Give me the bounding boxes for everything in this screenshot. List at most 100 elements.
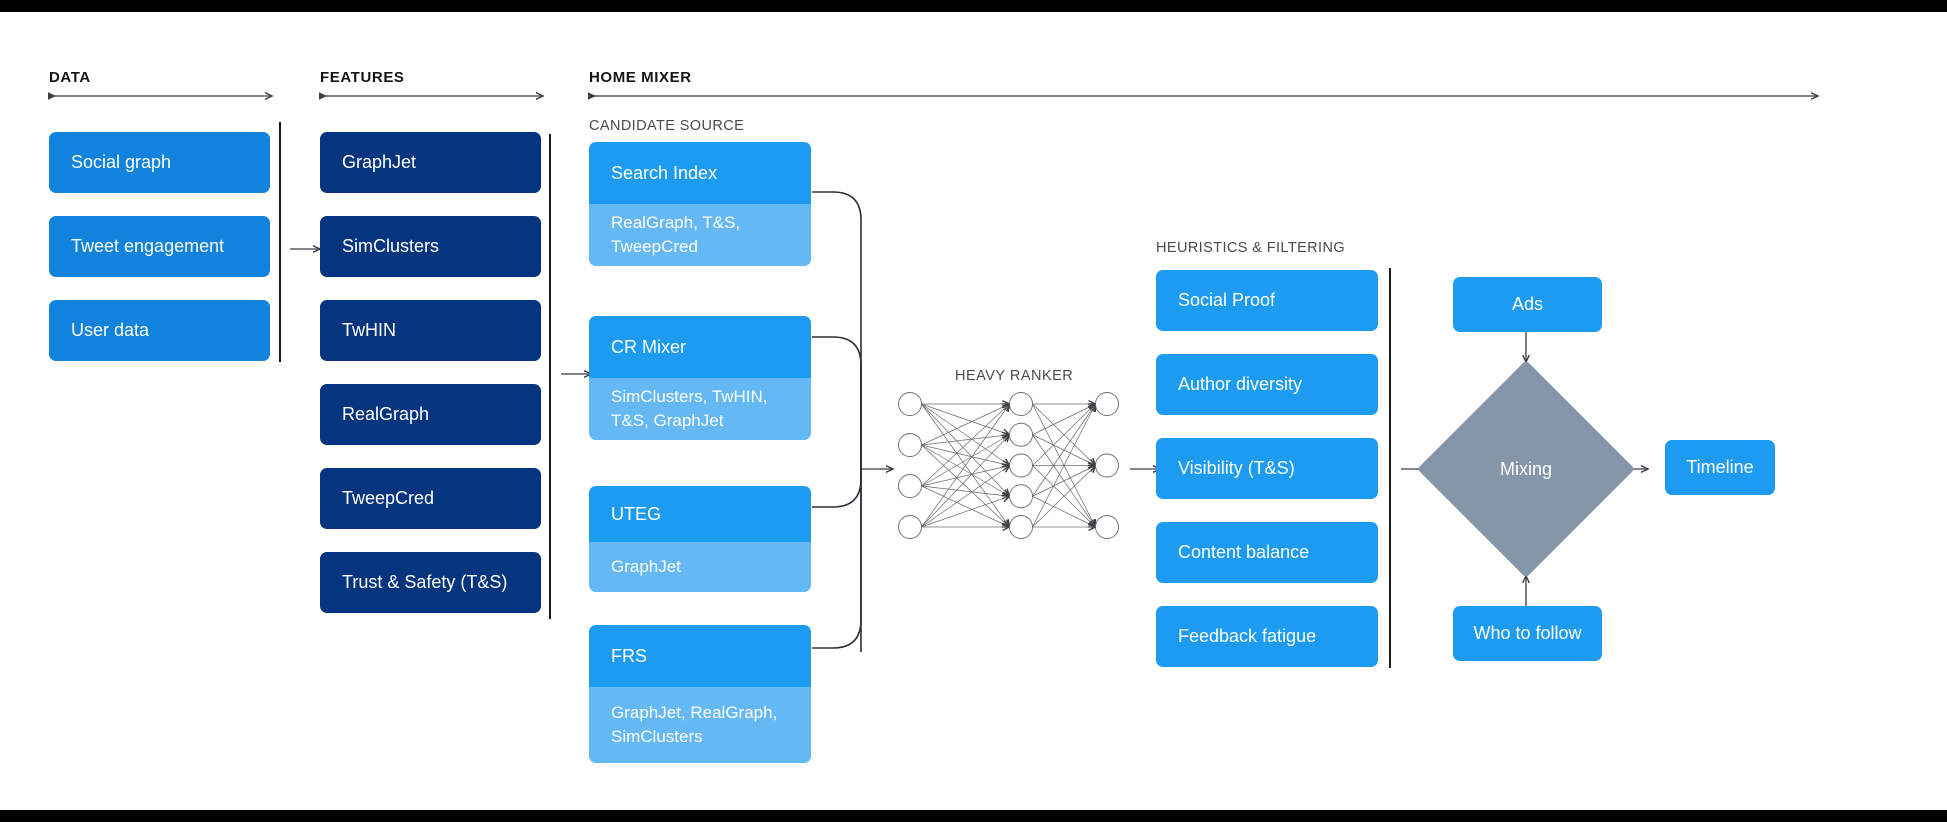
candidate-source-name: UTEG [589, 486, 811, 542]
nn-node-layer1-3 [1009, 484, 1033, 509]
heuristic-box-author-diversity[interactable]: Author diversity [1156, 354, 1378, 415]
feature-box-twhin[interactable]: TwHIN [320, 300, 541, 361]
candidate-source-card-search-index[interactable]: Search Index RealGraph, T&S, TweepCred [589, 142, 811, 266]
nn-node-layer0-2 [898, 474, 922, 498]
candidate-source-features: GraphJet, RealGraph, SimClusters [589, 687, 811, 763]
feature-box-realgraph[interactable]: RealGraph [320, 384, 541, 445]
nn-node-layer0-1 [898, 433, 922, 457]
nn-edge [1032, 403, 1096, 527]
nn-node-layer1-1 [1009, 422, 1033, 447]
subsection-title-heuristics: HEURISTICS & FILTERING [1156, 240, 1345, 256]
data-box-label: Social graph [71, 152, 172, 173]
nn-edge [921, 403, 1010, 435]
letterbox-bottom [0, 810, 1947, 822]
nn-edge [921, 403, 1010, 496]
feature-box-label: RealGraph [342, 404, 430, 425]
nn-edge [921, 485, 1010, 527]
connector-overlay [0, 12, 1947, 652]
subsection-title-candidate-source: CANDIDATE SOURCE [589, 118, 745, 134]
feature-box-label: TweepCred [342, 488, 435, 509]
nn-edge [921, 404, 1010, 487]
candidate-source-card-frs[interactable]: FRS GraphJet, RealGraph, SimClusters [589, 625, 811, 763]
nn-edge [1032, 466, 1096, 528]
nn-edge [1032, 434, 1096, 466]
candidate-source-card-cr-mixer[interactable]: CR Mixer SimClusters, TwHIN, T&S, GraphJ… [589, 316, 811, 440]
nn-edge [1032, 466, 1096, 497]
heuristic-box-label: Author diversity [1178, 374, 1303, 395]
final-box-ads[interactable]: Ads [1453, 277, 1602, 332]
feature-box-label: Trust & Safety (T&S) [342, 572, 508, 593]
nn-edge [921, 435, 1010, 446]
nn-edge [921, 496, 1010, 528]
nn-node-layer0-3 [898, 515, 922, 539]
data-box-tweet-engagement[interactable]: Tweet engagement [49, 216, 270, 277]
nn-edge [1032, 404, 1096, 466]
heuristic-box-label: Visibility (T&S) [1178, 458, 1295, 479]
final-box-label: Timeline [1686, 457, 1754, 478]
nn-edge [921, 403, 1010, 527]
nn-edge [921, 444, 1010, 466]
nn-node-layer2-2 [1095, 515, 1119, 539]
nn-edge [921, 404, 1010, 446]
section-title-data: DATA [49, 69, 91, 86]
letterbox-top [0, 0, 1947, 12]
nn-node-layer0-0 [898, 392, 922, 416]
data-box-social-graph[interactable]: Social graph [49, 132, 270, 193]
heuristic-box-label: Feedback fatigue [1178, 626, 1317, 647]
nn-edge [1032, 465, 1096, 528]
feature-box-label: GraphJet [342, 152, 417, 173]
divider-data-features [279, 122, 281, 362]
nn-edge [1032, 495, 1096, 527]
feature-box-label: TwHIN [342, 320, 396, 341]
nn-edge [921, 444, 1010, 527]
feature-box-label: SimClusters [342, 236, 440, 257]
heuristic-box-content-balance[interactable]: Content balance [1156, 522, 1378, 583]
nn-edge [921, 485, 1010, 496]
nn-edge [921, 435, 1010, 487]
final-box-who-to-follow[interactable]: Who to follow [1453, 606, 1602, 661]
data-box-label: User data [71, 320, 150, 341]
heuristic-box-visibility[interactable]: Visibility (T&S) [1156, 438, 1378, 499]
section-title-home-mixer: HOME MIXER [589, 69, 692, 86]
mixing-label: Mixing [1499, 458, 1552, 479]
nn-node-layer1-0 [1009, 392, 1033, 416]
nn-edge [921, 435, 1010, 528]
candidate-source-card-uteg[interactable]: UTEG GraphJet [589, 486, 811, 592]
heuristic-box-feedback-fatigue[interactable]: Feedback fatigue [1156, 606, 1378, 667]
nn-node-layer2-0 [1095, 392, 1119, 416]
feature-box-simclusters[interactable]: SimClusters [320, 216, 541, 277]
candidate-source-name: CR Mixer [589, 316, 811, 378]
nn-edge [1032, 404, 1096, 436]
nn-edge [1032, 403, 1096, 466]
nn-edge [921, 466, 1010, 528]
feature-box-trust-and-safety[interactable]: Trust & Safety (T&S) [320, 552, 541, 613]
final-box-label: Ads [1511, 294, 1544, 315]
feature-box-tweepcred[interactable]: TweepCred [320, 468, 541, 529]
candidate-source-name: FRS [589, 625, 811, 687]
candidate-source-features: SimClusters, TwHIN, T&S, GraphJet [589, 378, 811, 440]
nn-edge [921, 404, 1010, 528]
candidate-source-connectors [812, 191, 862, 652]
candidate-source-features: RealGraph, T&S, TweepCred [589, 204, 811, 266]
nn-edge [921, 444, 1010, 496]
mixing-node[interactable]: Mixing [1417, 360, 1635, 578]
nn-edge [1032, 404, 1096, 497]
candidate-source-name: Search Index [589, 142, 811, 204]
nn-node-layer1-4 [1009, 515, 1033, 539]
nn-node-layer1-2 [1009, 453, 1033, 478]
subsection-title-heavy-ranker: HEAVY RANKER [955, 368, 1074, 384]
candidate-source-features: GraphJet [589, 542, 811, 592]
final-box-label: Who to follow [1473, 623, 1582, 644]
data-box-user-data[interactable]: User data [49, 300, 270, 361]
heuristic-box-social-proof[interactable]: Social Proof [1156, 270, 1378, 331]
nn-node-layer2-1 [1095, 453, 1119, 478]
final-box-timeline[interactable]: Timeline [1665, 440, 1775, 495]
diagram-canvas: DATA FEATURES HOME MIXER CANDIDATE SOURC… [0, 12, 1947, 810]
feature-box-graphjet[interactable]: GraphJet [320, 132, 541, 193]
data-box-label: Tweet engagement [71, 236, 225, 257]
heuristic-box-label: Social Proof [1178, 290, 1276, 311]
heuristic-box-label: Content balance [1178, 542, 1310, 563]
divider-heuristics-mixing [1389, 268, 1391, 668]
nn-edge [921, 466, 1010, 487]
nn-edge [1032, 434, 1096, 527]
